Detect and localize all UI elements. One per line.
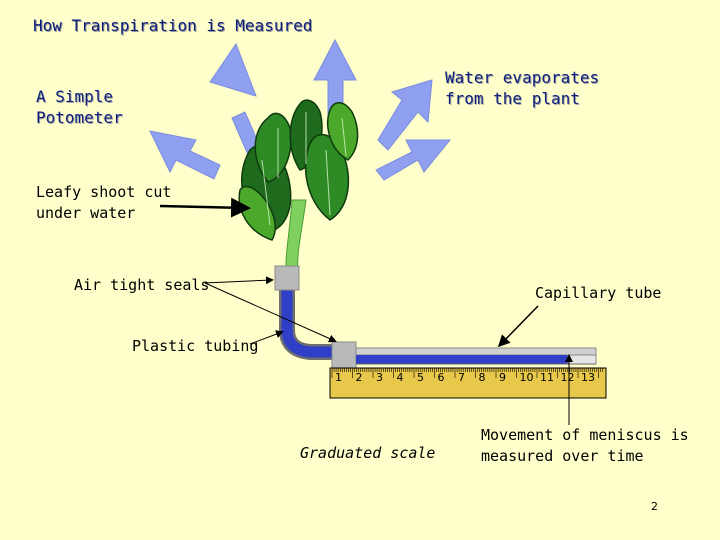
- scale-number: 12: [560, 371, 575, 384]
- evaporation-arrow-4: [149, 130, 221, 180]
- scale-number: 6: [437, 371, 445, 384]
- evaporation-arrow-1-head: [209, 42, 257, 97]
- meniscus-label: Movement of meniscus is measured over ti…: [481, 426, 689, 465]
- evaporation-arrow-5: [375, 139, 452, 181]
- plastic-tubing-pointer: [249, 330, 284, 345]
- scale-number: 4: [396, 371, 404, 384]
- leafy-shoot-label: Leafy shoot cut under water: [36, 183, 172, 222]
- scale-number: 9: [499, 371, 506, 384]
- top-seal: [274, 265, 300, 291]
- scale-number: 8: [478, 371, 486, 384]
- scale-number: 5: [417, 371, 424, 384]
- bottom-seal: [331, 341, 357, 369]
- scale-number: 7: [458, 371, 465, 384]
- scale-number: 10: [519, 371, 534, 384]
- scale-number: 1: [335, 371, 342, 384]
- simple-potometer-label: A Simple Potometer: [36, 87, 123, 127]
- graduated-scale: [329, 367, 607, 399]
- water-evaporates-label: Water evaporates from the plant: [445, 68, 600, 108]
- scale-number: 2: [355, 371, 363, 384]
- leafy-shoot-pointer: [159, 197, 251, 218]
- evaporation-arrow-3: [377, 79, 433, 151]
- plastic-tubing-label: Plastic tubing: [132, 337, 259, 355]
- capillary-pointer: [497, 305, 539, 348]
- scale-number: 3: [376, 371, 383, 384]
- scale-number: 13: [581, 371, 595, 384]
- capillary-tube: [355, 347, 597, 356]
- capillary-tube-label: Capillary tube: [535, 284, 662, 302]
- capillary-water: [356, 355, 568, 364]
- page-number: 2: [651, 500, 658, 513]
- air-seal-pointer-2: [204, 282, 337, 343]
- page-title: How Transpiration is Measured: [33, 16, 313, 35]
- air-tight-seals-label: Air tight seals: [74, 276, 210, 294]
- air-seal-pointer-1: [204, 276, 274, 285]
- scale-number: 11: [540, 371, 554, 384]
- graduated-scale-label: Graduated scale: [300, 444, 436, 462]
